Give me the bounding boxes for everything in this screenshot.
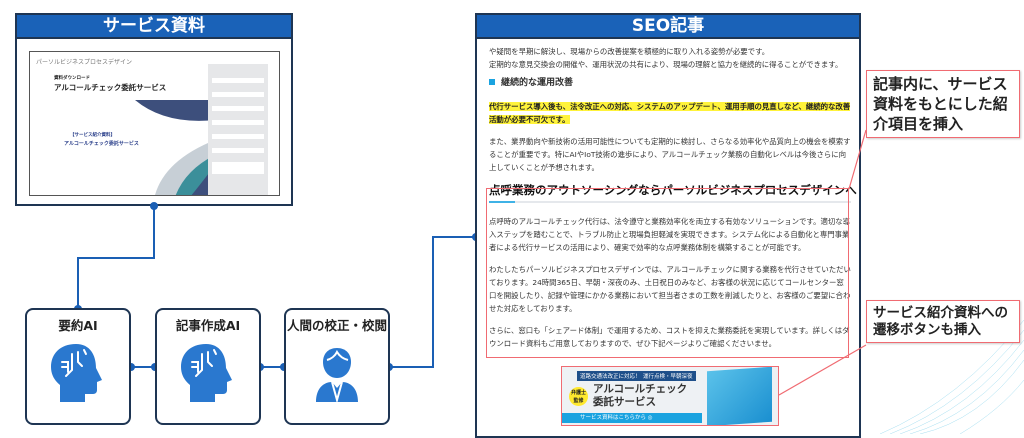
intro-line: や疑問を早期に解決し、現場からの改善提案を積極的に取り入れる姿勢が必要です。 [489,47,770,56]
inserted-section-highlight [486,188,849,358]
paragraph: 点呼時のアルコールチェック代行は、法令遵守と業務効率化を両立する有効なソリューシ… [489,217,851,252]
article-body: や疑問を早期に解決し、現場からの改善提案を積極的に取り入れる姿勢が必要です。定期… [489,45,857,359]
service-material-panel: サービス資料 パーソルビジネスプロセスデザイン 資料ダウンロード アルコールチェ… [15,13,293,206]
step-human-review: 人間の校正・校閲 [284,308,390,425]
panel-title: サービス資料 [17,15,291,39]
subheading: 継続的な運用改善 [489,77,851,90]
brand-name: パーソルビジネスプロセスデザイン [36,59,133,66]
step-article-ai: 記事作成AI [155,308,261,425]
paragraph: また、業界動向や新技術の活用可能性についても定期的に検討し、さらなる効率化や品質… [489,137,851,172]
paragraph: わたしたちパーソルビジネスプロセスデザインでは、アルコールチェックに関する業務を… [489,265,851,313]
heading: アルコールチェック委託サービス [54,83,167,92]
subheading-text: 継続的な運用改善 [501,78,574,88]
form-area [208,64,268,195]
step-label: 記事作成AI [175,318,241,333]
callout-transition-button: サービス紹介資料への遷移ボタンも挿入 [866,300,1020,343]
banner-cta[interactable]: サービス資料はこちらから ◎ [562,413,702,423]
callout-inserted-section: 記事内に、サービス資料をもとにした紹介項目を挿入 [866,70,1020,138]
banner-tag: 道路交通法改正に対応！ [577,371,644,381]
service-material-banner-button[interactable]: 道路交通法改正に対応！ 運行点検・早朝深夜 弁護士監修 アルコールチェック委託サ… [561,366,779,426]
step-label: 人間の校正・校閲 [286,318,387,333]
sub-label: 【サービス紹介資料】 [70,133,115,138]
banner-title: アルコールチェック委託サービス [593,383,688,408]
ai-head-icon [181,344,232,402]
kicker: 資料ダウンロード [54,76,90,81]
lawyer-badge: 弁護士監修 [569,387,588,406]
step-label: 要約AI [58,318,98,333]
section-heading: 点呼業務のアウトソーシングならパーソルビジネスプロセスデザインへ [489,183,857,197]
step-summary-ai: 要約AI [25,308,131,425]
cover-graphic [135,100,215,195]
sub-title: アルコールチェック委託サービス [64,141,139,147]
panel-title: SEO記事 [477,15,859,39]
banner-tag: 運行点検・早朝深夜 [640,371,696,381]
person-icon [316,348,358,404]
service-material-screenshot: パーソルビジネスプロセスデザイン 資料ダウンロード アルコールチェック委託サービ… [29,51,280,196]
ai-head-icon [51,344,102,402]
intro-line: 定期的な意見交換会の開催や、運用状況の共有により、現場の理解と協力を継続的に得る… [489,60,843,69]
paragraph: さらに、窓口も「シェアード体制」で運用するため、コストを抑えた業務委託を実現して… [489,326,850,348]
